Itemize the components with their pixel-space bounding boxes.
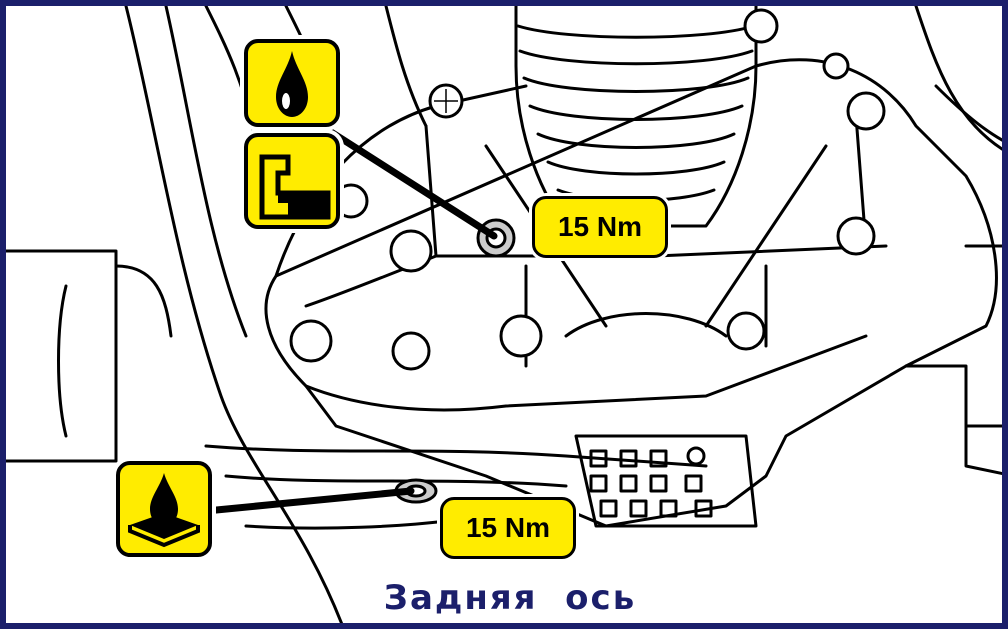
bolt <box>846 91 886 131</box>
bolt <box>822 52 850 80</box>
bolt <box>391 331 431 371</box>
bolt <box>726 311 766 351</box>
bolt <box>743 8 779 44</box>
fill-level-icon <box>244 133 340 229</box>
bolt <box>428 83 464 119</box>
bolt <box>499 314 543 358</box>
bolt <box>289 319 333 363</box>
drain-plug-torque-badge: 15 Nm <box>440 497 576 559</box>
diagram-caption: Задняя ось <box>383 578 637 618</box>
bolt <box>389 229 433 273</box>
fill-plug-leader <box>302 112 498 240</box>
fill-plug-torque-badge: 15 Nm <box>532 196 668 258</box>
rear-axle-illustration <box>6 6 1002 623</box>
oil-drain-icon <box>116 461 212 557</box>
oil-drop-icon <box>244 39 340 127</box>
bolt <box>836 216 876 256</box>
drain-plug-leader <box>202 487 415 515</box>
